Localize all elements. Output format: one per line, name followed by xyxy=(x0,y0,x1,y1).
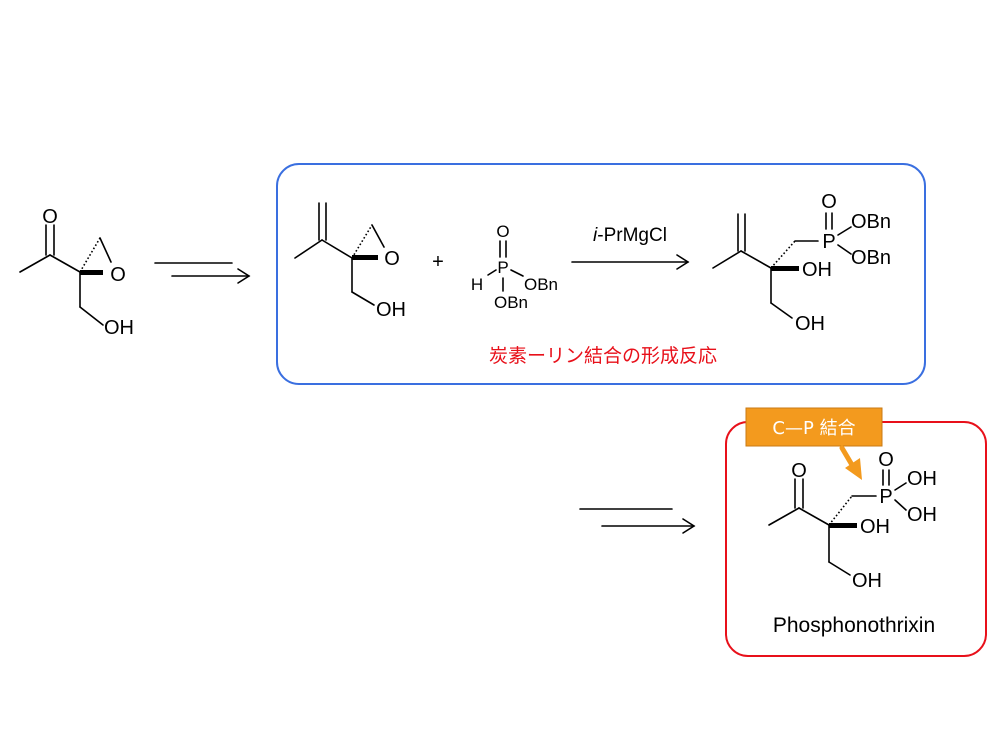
retrosynthesis-arrow-1 xyxy=(154,262,251,284)
product-oxygen-label: O xyxy=(821,191,837,213)
hydroxyl-label: OH xyxy=(104,317,134,339)
tertiary-oh-label: OH xyxy=(860,516,890,538)
phosphite-obn-bottom-label: OBn xyxy=(494,293,528,312)
product-primary-oh-label: OH xyxy=(795,313,825,335)
epoxide-oxygen-label: O xyxy=(384,248,400,270)
reagent-label: i-PrMgCl xyxy=(593,225,667,246)
forward-arrow: i-PrMgCl xyxy=(571,225,690,270)
epoxide-oxygen-label: O xyxy=(110,264,126,286)
phosphonic-oh-1-label: OH xyxy=(907,468,937,490)
reagent-name: -PrMgCl xyxy=(597,225,667,246)
blue-box-caption: 炭素ーリン結合の形成反応 xyxy=(489,345,717,367)
retrosynthesis-arrow-2 xyxy=(579,508,696,534)
phosphonate-product: P O OBn OBn OH OH xyxy=(712,191,891,335)
phosphorus-label: P xyxy=(879,486,892,508)
phosphite-oxygen-label: O xyxy=(496,222,509,241)
c-p-bond-callout: C—P 結合 xyxy=(745,407,883,480)
carbonyl-oxygen-label: O xyxy=(791,460,807,482)
product-name: Phosphonothrixin xyxy=(773,614,935,637)
callout-label: C—P 結合 xyxy=(772,418,855,439)
phosphite-hydrogen-label: H xyxy=(471,275,483,294)
product-obn-1-label: OBn xyxy=(851,211,891,233)
epoxide-hydroxyl-label: OH xyxy=(376,299,406,321)
dibenzyl-phosphite: O P H OBn OBn xyxy=(471,222,558,312)
carbonyl-oxygen-label: O xyxy=(42,206,58,228)
product-phosphorus-label: P xyxy=(822,231,835,253)
phosphoryl-oxygen-label: O xyxy=(878,449,894,471)
phosphonothrixin-structure: O P O OH OH OH OH xyxy=(768,449,937,592)
product-tertiary-oh-label: OH xyxy=(802,259,832,281)
phosphonic-oh-2-label: OH xyxy=(907,504,937,526)
primary-oh-label: OH xyxy=(852,570,882,592)
phosphite-phosphorus-label: P xyxy=(497,258,508,277)
starting-material: O O OH xyxy=(19,206,134,339)
reagent-prefix: i xyxy=(593,225,598,246)
plus-sign: + xyxy=(432,251,444,273)
phosphite-obn-right-label: OBn xyxy=(524,275,558,294)
blue-reaction-box xyxy=(276,163,926,385)
epoxide-fragment: O OH xyxy=(294,202,406,321)
product-obn-2-label: OBn xyxy=(851,247,891,269)
